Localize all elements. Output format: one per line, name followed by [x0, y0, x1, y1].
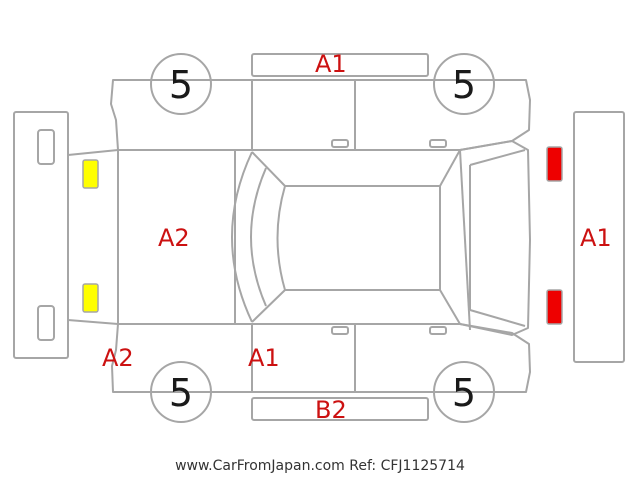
front-bumper — [13, 111, 69, 359]
damage-label-left-front-door: A1 — [248, 344, 280, 372]
car-top-view — [67, 140, 531, 336]
front-light-mark-top — [82, 159, 99, 189]
tire-front-left-circle — [150, 53, 212, 115]
damage-label-bonnet: A2 — [158, 224, 190, 252]
tire-rear-left-circle — [150, 361, 212, 423]
tire-grade-front-right: 5 — [452, 63, 476, 107]
tire-front-right-circle — [433, 53, 495, 115]
damage-label-rear-bumper: A1 — [580, 224, 612, 252]
bottom-side-strip — [251, 397, 429, 421]
damage-label-lower-side-panel: B2 — [315, 396, 347, 424]
damage-label-roof-top: A1 — [315, 50, 347, 78]
tire-rear-right-circle — [433, 361, 495, 423]
reference-footer: www.CarFromJapan.com Ref: CFJ1125714 — [175, 458, 465, 474]
rear-light-mark-top — [546, 146, 563, 182]
front-light-mark-bottom — [82, 283, 99, 313]
top-side-strip — [251, 53, 429, 77]
tire-grade-front-left: 5 — [169, 63, 193, 107]
rear-bumper — [573, 111, 625, 363]
rear-light-mark-bottom — [546, 289, 563, 325]
damage-label-front-bumper-corner: A2 — [102, 344, 134, 372]
tire-grade-rear-right: 5 — [452, 371, 476, 415]
tire-grade-rear-left: 5 — [169, 371, 193, 415]
